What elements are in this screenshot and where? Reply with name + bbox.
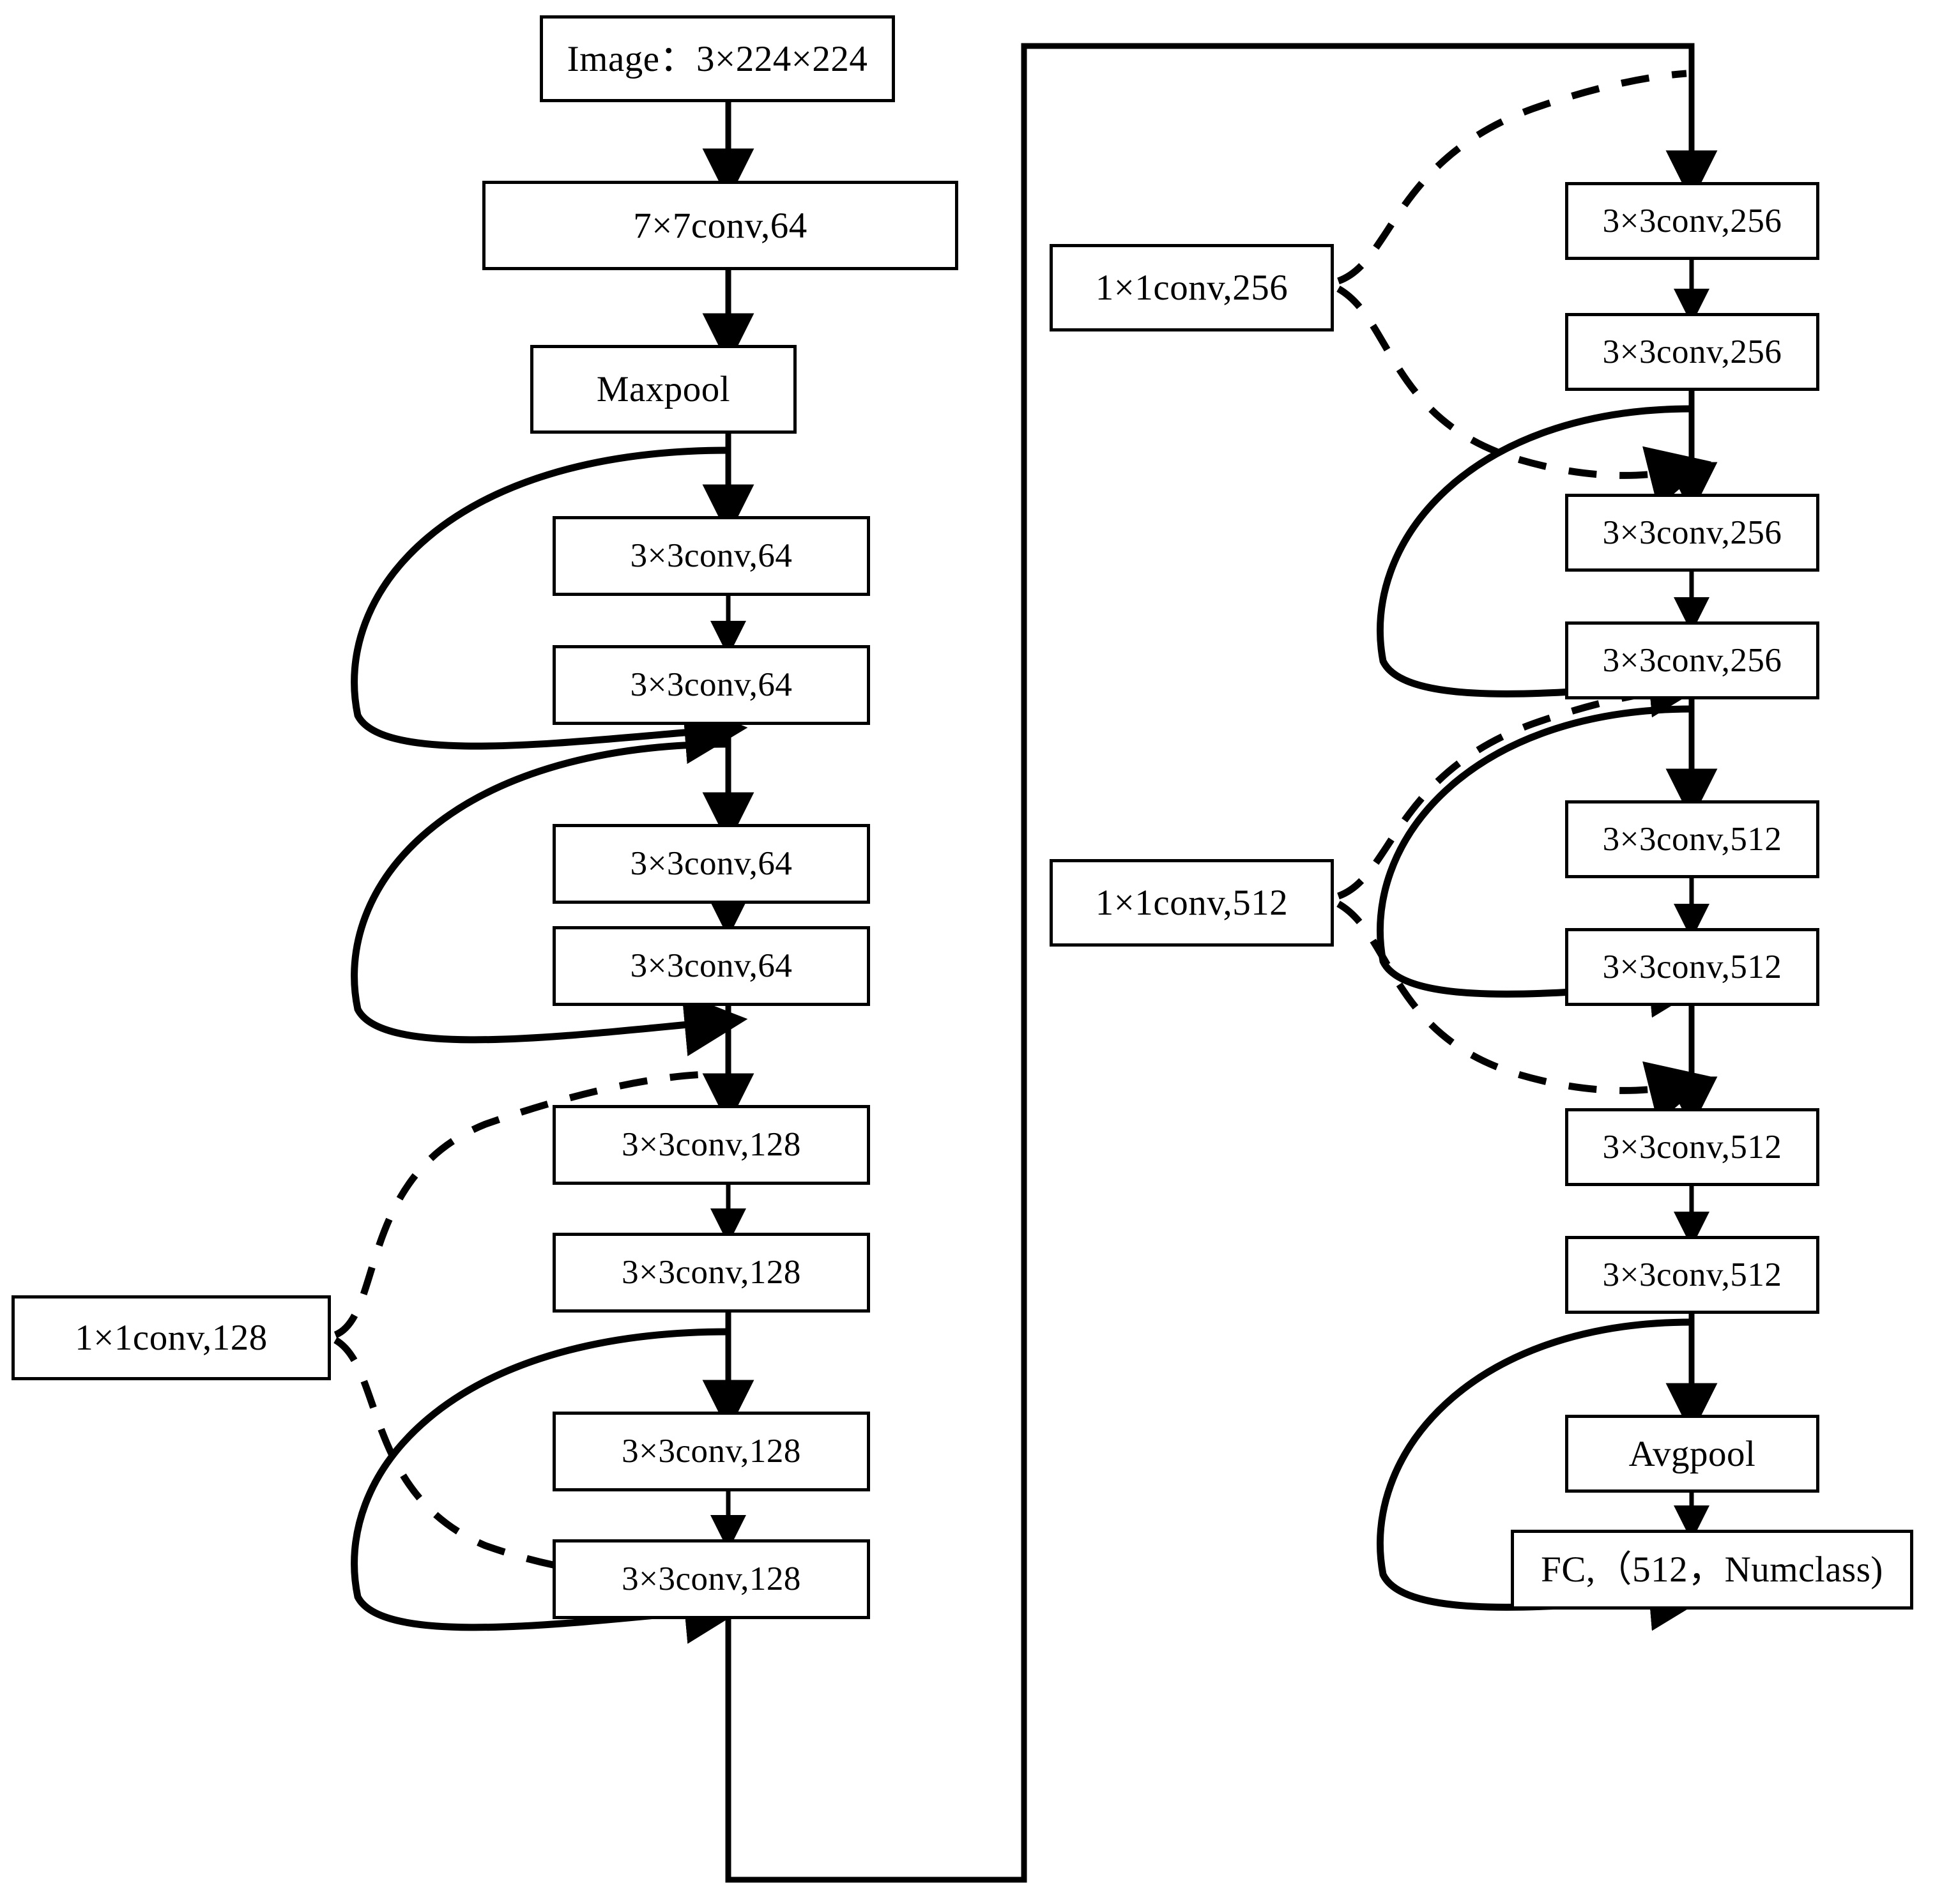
node-conv-512-1: 3×3conv,512 <box>1565 800 1819 878</box>
node-projection-conv-256: 1×1conv,256 <box>1050 244 1334 331</box>
skip-projection-right-512-lower <box>1336 901 1712 1123</box>
input-image-node: Image：3×224×224 <box>540 15 895 102</box>
node-maxpool: Maxpool <box>530 345 797 434</box>
skip-identity-right-1 <box>1377 405 1713 718</box>
node-conv-128-2: 3×3conv,128 <box>553 1233 870 1313</box>
node-conv-512-4: 3×3conv,512 <box>1565 1236 1819 1314</box>
node-conv-256-2: 3×3conv,256 <box>1565 313 1819 391</box>
node-conv-128-1: 3×3conv,128 <box>553 1105 870 1185</box>
node-conv-64-2: 3×3conv,64 <box>553 645 870 725</box>
node-projection-conv-128: 1×1conv,128 <box>11 1295 331 1380</box>
node-conv-256-1: 3×3conv,256 <box>1565 182 1819 260</box>
node-conv-128-4: 3×3conv,128 <box>553 1539 870 1619</box>
skip-identity-left-1 <box>351 446 748 765</box>
node-avgpool: Avgpool <box>1565 1415 1819 1493</box>
node-conv-512-3: 3×3conv,512 <box>1565 1108 1819 1186</box>
node-fc: FC,（512，Numclass) <box>1511 1530 1913 1610</box>
node-stem-conv: 7×7conv,64 <box>482 181 958 270</box>
skip-identity-left-2 <box>351 740 748 1056</box>
column-wrap-connector <box>725 43 1718 1883</box>
node-conv-64-3: 3×3conv,64 <box>553 824 870 904</box>
node-conv-64-1: 3×3conv,64 <box>553 516 870 596</box>
node-conv-256-4: 3×3conv,256 <box>1565 621 1819 699</box>
node-projection-conv-512: 1×1conv,512 <box>1050 859 1334 947</box>
skip-projection-right-256-upper <box>1337 70 1687 285</box>
skip-identity-left-3 <box>351 1328 748 1644</box>
node-conv-64-4: 3×3conv,64 <box>553 926 870 1006</box>
skip-identity-right-2 <box>1377 705 1713 1018</box>
skip-projection-left-128-lower <box>333 1337 747 1606</box>
skip-projection-right-256-lower <box>1336 286 1712 508</box>
node-conv-512-2: 3×3conv,512 <box>1565 928 1819 1006</box>
node-conv-128-3: 3×3conv,128 <box>553 1412 870 1491</box>
skip-projection-left-128 <box>333 1070 721 1339</box>
node-conv-256-3: 3×3conv,256 <box>1565 494 1819 572</box>
